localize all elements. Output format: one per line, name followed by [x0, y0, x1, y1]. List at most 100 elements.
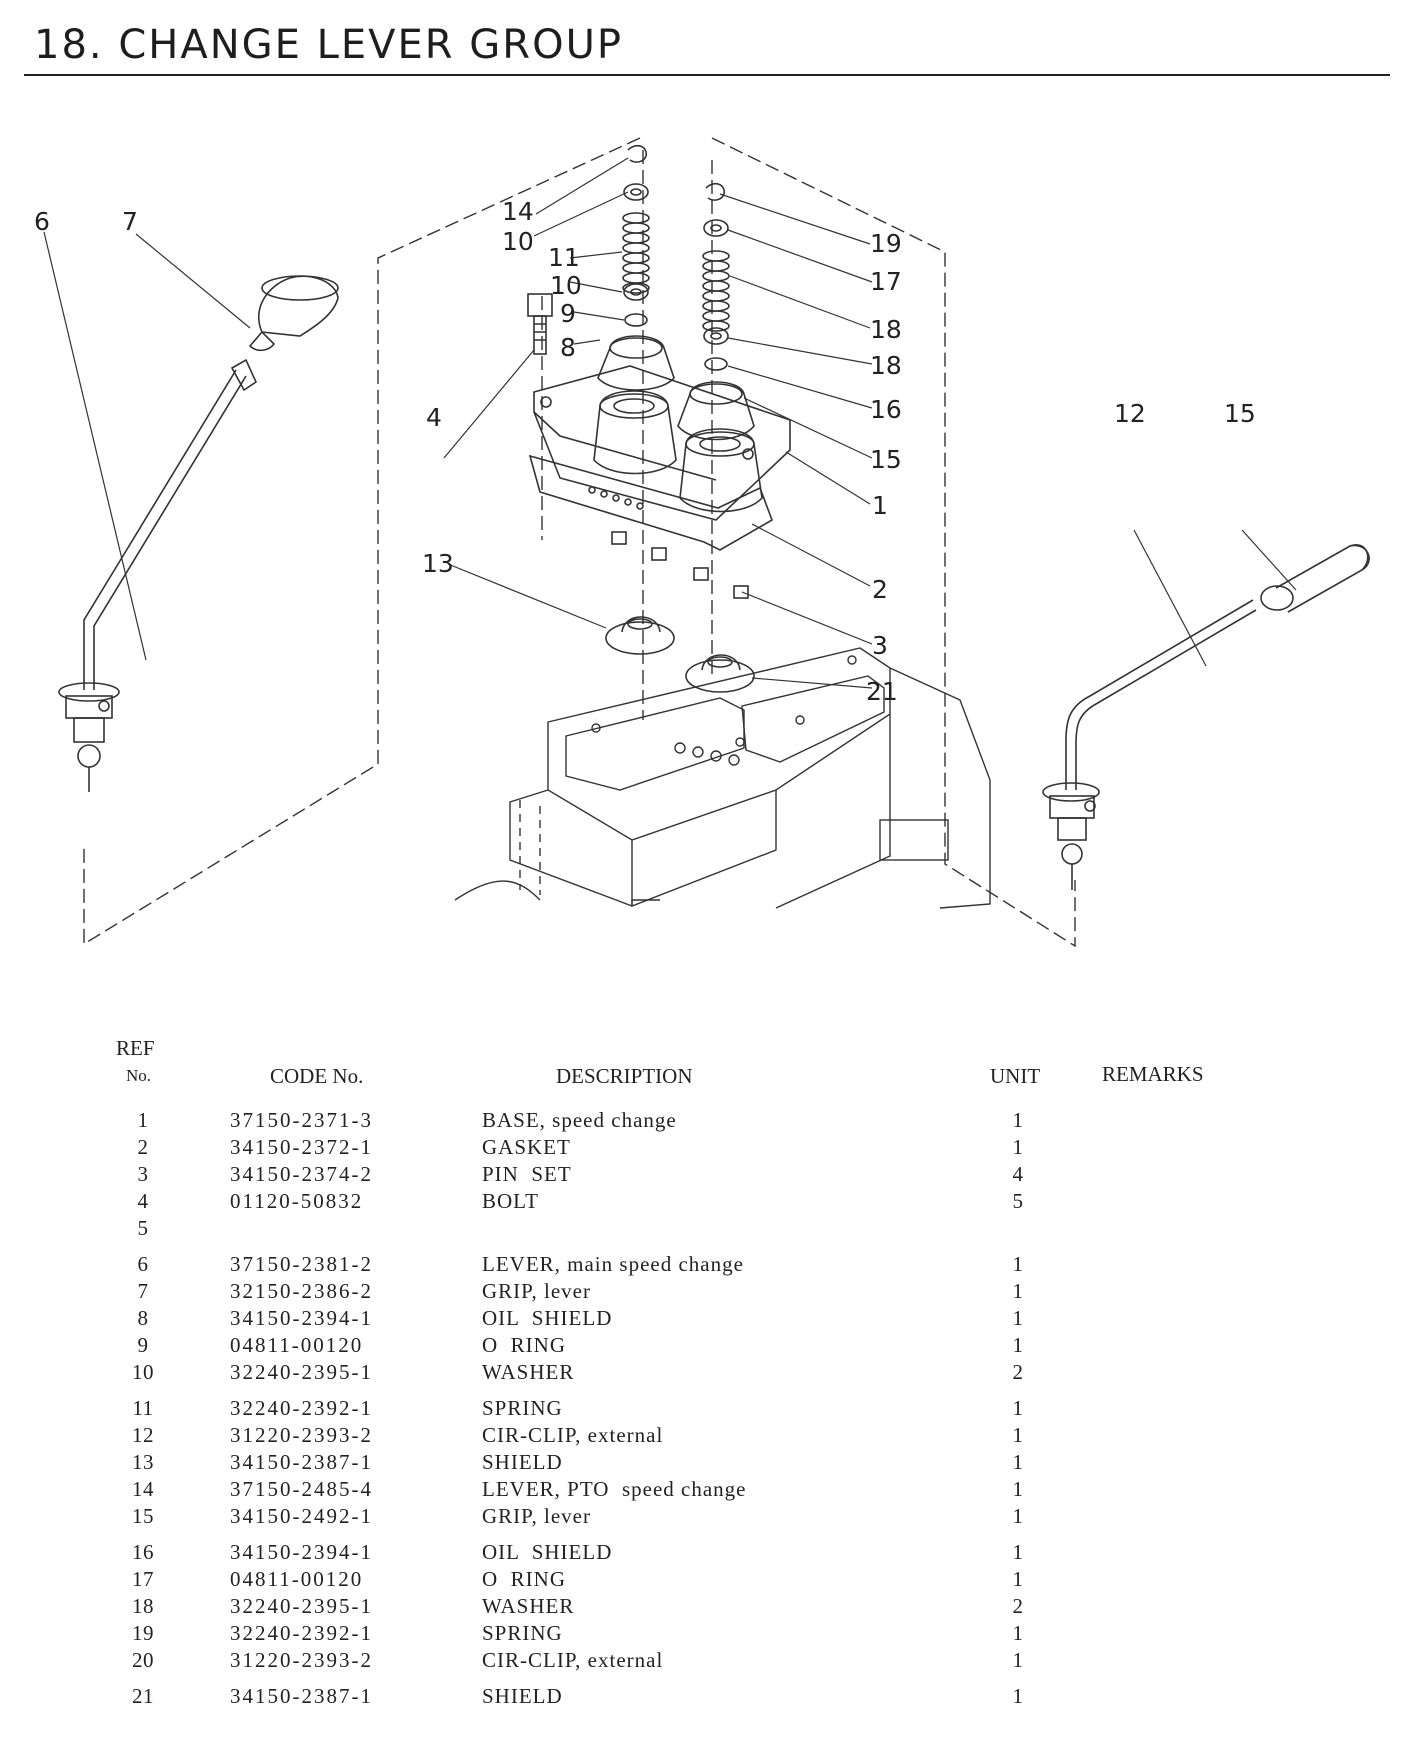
header-unit: UNIT [990, 1064, 1041, 1088]
callout-11: 11 [548, 243, 580, 272]
description-cell: BASE, speed change [482, 1108, 677, 1132]
ref-cell: 15 [132, 1504, 154, 1528]
code-cell: 34150-2387-1 [230, 1684, 373, 1708]
callout-18b: 18 [870, 351, 902, 380]
spring-left [622, 212, 650, 294]
ref-cell: 13 [132, 1450, 154, 1474]
unit-cell: 1 [1012, 1477, 1024, 1501]
pin-set [611, 531, 749, 599]
callout-7: 7 [122, 207, 138, 236]
ref-cell: 19 [132, 1621, 154, 1645]
header-ref: REF [116, 1036, 155, 1060]
ref-cell: 6 [137, 1252, 149, 1276]
description-cell: LEVER, main speed change [482, 1252, 744, 1276]
ref-cell: 2 [137, 1135, 149, 1159]
table-row: 15 34150-2492-1 GRIP, lever 1 [0, 1504, 1408, 1531]
ref-cell: 4 [137, 1189, 149, 1213]
code-cell: 34150-2394-1 [230, 1306, 373, 1330]
ref-cell: 17 [132, 1567, 154, 1591]
code-cell: 01120-50832 [230, 1189, 364, 1213]
transmission-housing [454, 647, 991, 909]
code-cell: 34150-2394-1 [230, 1540, 373, 1564]
table-row: 8 34150-2394-1 OIL SHIELD 1 [0, 1306, 1408, 1333]
unit-cell: 1 [1012, 1135, 1024, 1159]
lever-main-speed-change [58, 369, 247, 792]
unit-cell: 1 [1012, 1306, 1024, 1330]
callout-18a: 17 [870, 267, 902, 296]
code-cell: 34150-2492-1 [230, 1504, 373, 1528]
unit-cell: 1 [1012, 1108, 1024, 1132]
title-rule [24, 74, 1390, 76]
callout-1: 1 [872, 491, 888, 520]
callout-4: 4 [426, 403, 442, 432]
callout-20: 19 [870, 229, 902, 258]
callout-15: 15 [1224, 399, 1256, 428]
callout-13: 13 [422, 549, 454, 578]
callout-19: 18 [870, 315, 902, 344]
unit-cell: 1 [1012, 1423, 1024, 1447]
leader-lines [43, 157, 1297, 689]
description-cell: BOLT [482, 1189, 539, 1213]
description-cell: SPRING [482, 1621, 563, 1645]
unit-cell: 1 [1012, 1684, 1024, 1708]
page-title: 18. CHANGE LEVER GROUP [34, 22, 623, 68]
description-cell: SHIELD [482, 1684, 563, 1708]
unit-cell: 1 [1012, 1540, 1024, 1564]
description-cell: O RING [482, 1567, 566, 1591]
right-stack-parts [677, 182, 755, 441]
description-cell: OIL SHIELD [482, 1306, 613, 1330]
callout-21: 21 [866, 677, 898, 706]
ref-cell: 14 [132, 1477, 154, 1501]
unit-cell: 1 [1012, 1567, 1024, 1591]
description-cell: CIR-CLIP, external [482, 1648, 664, 1672]
callout-14: 12 [1114, 399, 1146, 428]
code-cell: 32240-2392-1 [230, 1621, 373, 1645]
ref-cell: 10 [132, 1360, 154, 1384]
description-cell: O RING [482, 1333, 566, 1357]
callout-9: 9 [560, 299, 576, 328]
unit-cell: 1 [1012, 1252, 1024, 1276]
unit-cell: 1 [1012, 1450, 1024, 1474]
code-cell: 34150-2372-1 [230, 1135, 373, 1159]
code-cell: 32240-2395-1 [230, 1360, 373, 1384]
ref-cell: 7 [137, 1279, 149, 1303]
description-cell: CIR-CLIP, external [482, 1423, 664, 1447]
unit-cell: 2 [1012, 1360, 1024, 1384]
callout-labels: 6 7 14 10 11 10 9 8 4 19 17 18 18 16 15 … [34, 197, 1256, 706]
callout-3: 3 [872, 631, 888, 660]
ref-cell: 8 [137, 1306, 149, 1330]
description-cell: GRIP, lever [482, 1504, 591, 1528]
dashed-guide-lines [83, 137, 1076, 948]
description-cell: OIL SHIELD [482, 1540, 613, 1564]
unit-cell: 1 [1012, 1333, 1024, 1357]
unit-cell: 1 [1012, 1279, 1024, 1303]
gasket [528, 454, 773, 551]
code-cell: 04811-00120 [230, 1333, 364, 1357]
description-cell: GRIP, lever [482, 1279, 591, 1303]
code-cell: 34150-2387-1 [230, 1450, 373, 1474]
exploded-parts-diagram: 6 7 14 10 11 10 9 8 4 19 17 18 18 16 15 … [34, 137, 1370, 948]
header-remarks: REMARKS [1102, 1062, 1204, 1086]
code-cell: 31220-2393-2 [230, 1423, 373, 1447]
base-speed-change [533, 365, 791, 521]
unit-cell: 1 [1012, 1504, 1024, 1528]
shield-13 [605, 616, 675, 655]
unit-cell: 2 [1012, 1594, 1024, 1618]
